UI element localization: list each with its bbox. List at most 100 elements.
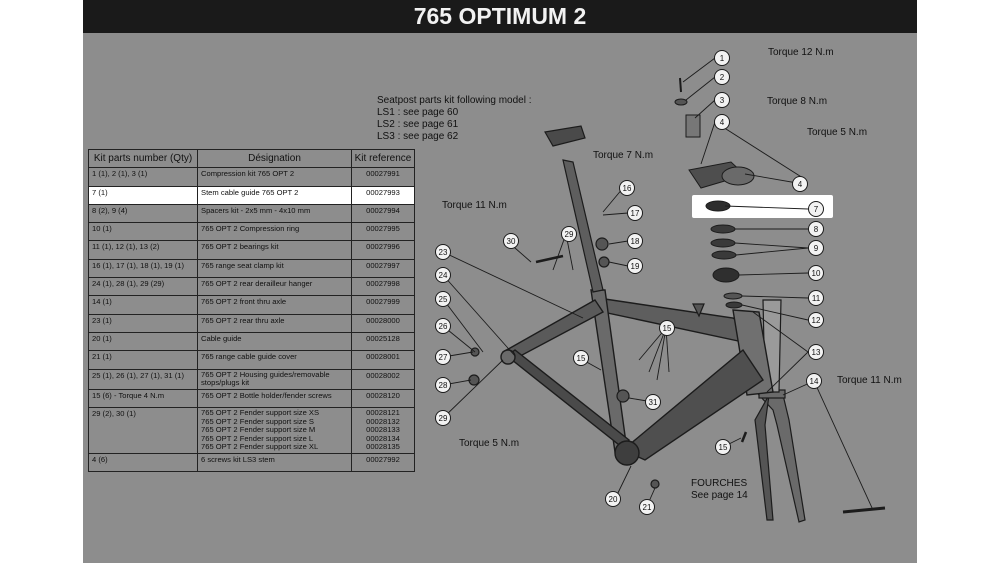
table-row: 21 (1)765 range cable guide cover 0002800…	[88, 350, 415, 370]
callout-16: 16	[623, 184, 632, 193]
reference-line: 00028132	[366, 416, 400, 426]
callout-29-top: 29	[565, 230, 574, 239]
table-row: 29 (2), 30 (1)765 OPT 2 Fender support s…	[88, 407, 415, 455]
designation-cell: 765 OPT 2 Bottle holder/fender screws	[197, 388, 352, 409]
frame-drawing	[500, 289, 774, 466]
callout-15-fork: 15	[719, 443, 728, 452]
reference-line: 00027999	[366, 297, 400, 307]
designation-cell: Stem cable guide 765 OPT 2	[197, 185, 352, 205]
callout-24: 24	[439, 271, 448, 280]
reference-line: 00025128	[366, 333, 400, 343]
kit-parts-cell: 14 (1)	[88, 295, 198, 315]
designation-line: stops/plugs kit	[201, 378, 250, 388]
fourches-see-page: See page 14	[691, 490, 748, 501]
reference-line: 00028002	[366, 370, 400, 380]
designation-cell: 765 OPT 2 front thru axle	[197, 295, 352, 315]
table-row: 16 (1), 17 (1), 18 (1), 19 (1)765 range …	[88, 258, 415, 279]
kit-reference-cell: 00027993	[351, 185, 415, 205]
seatpost-note-line-2: LS1 : see page 60	[377, 107, 459, 118]
torque-11-left-label: Torque 11 N.m	[442, 200, 507, 211]
kit-reference-cell: 00027992	[351, 453, 415, 473]
callout-25: 25	[439, 295, 448, 304]
callout-17: 17	[631, 209, 640, 218]
designation-cell: 765 range cable guide cover	[197, 350, 352, 370]
header-kit-parts: Kit parts number (Qty)	[88, 148, 198, 169]
kit-reference-cell: 00027999	[351, 295, 415, 315]
stem-headset-stack	[674, 77, 755, 309]
designation-cell: 765 range seat clamp kit	[197, 258, 352, 279]
table-row: 25 (1), 26 (1), 27 (1), 31 (1)765 OPT 2 …	[88, 368, 415, 390]
kit-reference-cell: 00027991	[351, 167, 415, 187]
callout-20: 20	[609, 495, 618, 504]
seatpost-drawing	[544, 125, 604, 293]
callout-30: 30	[507, 237, 516, 246]
reference-line: 00028000	[366, 315, 400, 325]
kit-parts-cell: 21 (1)	[88, 350, 198, 370]
callout-3: 3	[720, 96, 725, 105]
callout-19: 19	[631, 262, 640, 271]
designation-cell: Cable guide	[197, 331, 352, 352]
reference-line: 00027991	[366, 169, 400, 179]
callout-26: 26	[439, 322, 448, 331]
reference-line: 00027994	[366, 205, 400, 215]
kit-parts-body: 1 (1), 2 (1), 3 (1)Compression kit 765 O…	[88, 167, 415, 473]
kit-reference-cell: 00027996	[351, 240, 415, 260]
designation-line: 765 range cable guide cover	[201, 352, 297, 362]
designation-line: 6 screws kit LS3 stem	[201, 455, 275, 465]
designation-line: 765 OPT 2 Fender support size XS	[201, 408, 320, 418]
kit-reference-cell: 00028001	[351, 350, 415, 370]
kit-reference-cell: 00027994	[351, 203, 415, 224]
table-row: 11 (1), 12 (1), 13 (2)765 OPT 2 bearings…	[88, 240, 415, 260]
designation-cell: 765 OPT 2 Compression ring	[197, 222, 352, 242]
diagram-labels: Torque 12 N.m Torque 8 N.m Torque 5 N.m …	[377, 47, 902, 501]
designation-cell: 765 OPT 2 rear derailleur hanger	[197, 277, 352, 297]
callout-2: 2	[720, 73, 725, 82]
designation-line: 765 OPT 2 rear thru axle	[201, 315, 285, 325]
designation-line: 765 OPT 2 Fender support size XL	[201, 442, 319, 452]
reference-line: 00027996	[366, 242, 400, 252]
designation-line: 765 range seat clamp kit	[201, 260, 284, 270]
torque-5-bottom-label: Torque 5 N.m	[459, 438, 519, 449]
callout-18: 18	[631, 237, 640, 246]
torque-7-label: Torque 7 N.m	[593, 150, 653, 161]
reference-line: 00028133	[366, 425, 400, 435]
callout-28: 28	[439, 381, 448, 390]
designation-line: 765 OPT 2 Fender support size M	[201, 425, 316, 435]
designation-line: Spacers kit - 2x5 mm - 4x10 mm	[201, 205, 311, 215]
kit-reference-cell: 00025128	[351, 331, 415, 352]
reference-line: 00027998	[366, 279, 400, 289]
callout-23: 23	[439, 248, 448, 257]
seatpost-note-line-4: LS3 : see page 62	[377, 131, 459, 142]
kit-parts-cell: 24 (1), 28 (1), 29 (29)	[88, 277, 198, 297]
page-title: 765 OPTIMUM 2	[83, 0, 917, 33]
designation-cell: 765 OPT 2 rear thru axle	[197, 313, 352, 333]
designation-line: Cable guide	[201, 333, 242, 343]
table-row: 8 (2), 9 (4)Spacers kit - 2x5 mm - 4x10 …	[88, 203, 415, 224]
callout-1: 1	[720, 54, 725, 63]
reference-line: 00027992	[366, 455, 400, 465]
callout-numbers: 1 2 3 4 4 7 8 9 10 11 12 13 14 15 15 15 …	[439, 54, 821, 512]
callout-8: 8	[814, 225, 819, 234]
highlight-box-part-7	[692, 195, 833, 218]
kit-parts-cell: 1 (1), 2 (1), 3 (1)	[88, 167, 198, 187]
front-thru-axle	[842, 506, 886, 514]
seatpost-note-line-1: Seatpost parts kit following model :	[377, 95, 532, 106]
kit-parts-cell: 4 (6)	[88, 453, 198, 473]
table-row: 14 (1)765 OPT 2 front thru axle 00027999	[88, 295, 415, 315]
designation-line: 765 OPT 2 front thru axle	[201, 297, 287, 307]
torque-5-top-label: Torque 5 N.m	[807, 127, 867, 138]
designation-cell: Spacers kit - 2x5 mm - 4x10 mm	[197, 203, 352, 224]
designation-line: Compression kit 765 OPT 2	[201, 169, 295, 179]
reference-line: 00028134	[366, 433, 400, 443]
kit-parts-cell: 25 (1), 26 (1), 27 (1), 31 (1)	[88, 368, 198, 390]
designation-line: 765 OPT 2 rear derailleur hanger	[201, 279, 313, 289]
callout-15-middle: 15	[663, 324, 672, 333]
callout-circles	[435, 50, 824, 515]
designation-line: 765 OPT 2 Bottle holder/fender screws	[201, 390, 332, 400]
kit-parts-cell: 29 (2), 30 (1)	[88, 407, 198, 455]
